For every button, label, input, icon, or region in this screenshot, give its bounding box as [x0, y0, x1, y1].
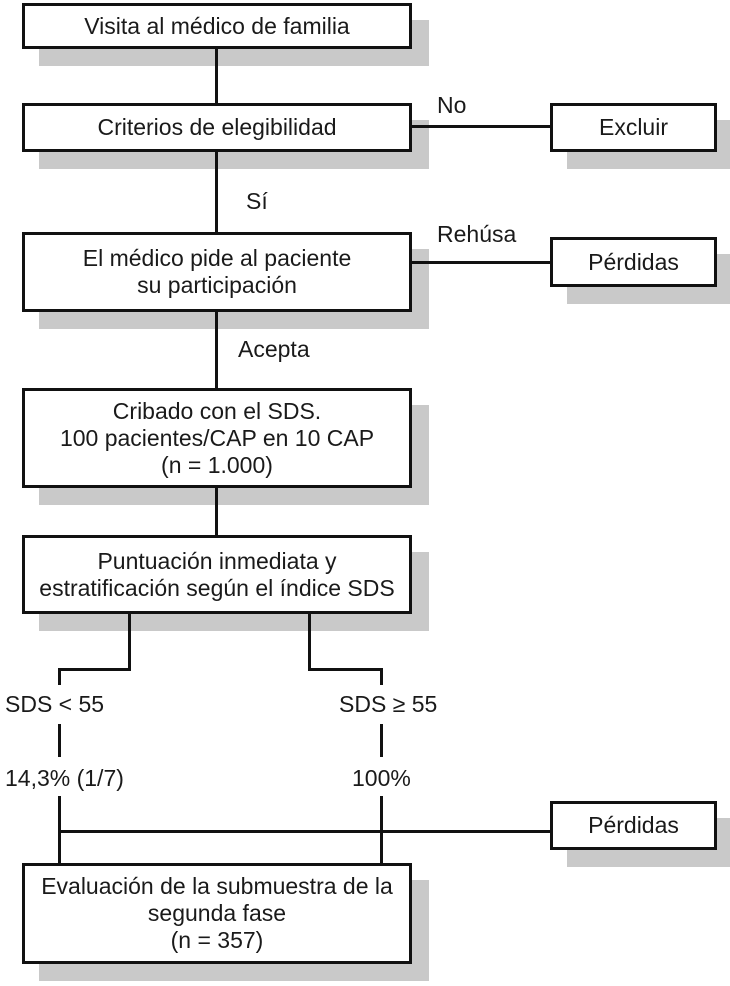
node-excluir: Excluir: [550, 103, 717, 152]
node-perdidas-1: Pérdidas: [550, 237, 717, 287]
branch-label-pct-lt: 14,3% (1/7): [5, 765, 124, 791]
connector-peticion-cribado: [215, 310, 218, 390]
connector-cribado-puntuacion: [215, 486, 218, 538]
connector-branch-left-elbow: [58, 668, 131, 671]
connector-criterios-excluir: [410, 125, 552, 128]
connector-criterios-peticion: [215, 150, 218, 235]
connector-to-perdidas2: [58, 830, 550, 833]
connector-branch-right-stub: [380, 668, 383, 685]
edge-label-acepta: Acepta: [238, 336, 310, 362]
connector-pctge-evaluacion: [380, 796, 383, 863]
edge-label-rehusa: Rehúsa: [437, 221, 517, 247]
connector-branch-right-elbow: [308, 668, 383, 671]
connector-pctlt-evaluacion: [58, 796, 61, 863]
branch-label-sds-ge-55: SDS ≥ 55: [339, 691, 438, 717]
edge-label-no: No: [437, 92, 467, 118]
node-cribado: Cribado con el SDS. 100 pacientes/CAP en…: [22, 388, 412, 488]
connector-visita-criterios: [215, 46, 218, 106]
node-puntuacion: Puntuación inmediata y estratificación s…: [22, 535, 412, 614]
connector-sdsge-pct: [380, 724, 383, 757]
connector-branch-left-stub: [58, 668, 61, 685]
connector-branch-right-drop: [308, 612, 311, 671]
connector-sdslt-pct: [58, 724, 61, 757]
node-peticion: El médico pide al paciente su participac…: [22, 232, 412, 312]
node-evaluacion: Evaluación de la submuestra de la segund…: [22, 863, 412, 964]
node-perdidas-2: Pérdidas: [550, 801, 717, 850]
edge-label-si: Sí: [246, 188, 268, 214]
branch-label-sds-lt-55: SDS < 55: [5, 691, 105, 717]
node-visita: Visita al médico de familia: [22, 3, 412, 49]
connector-branch-left-drop: [128, 612, 131, 671]
connector-peticion-perdidas1: [410, 261, 552, 264]
node-criterios: Criterios de elegibilidad: [22, 103, 412, 152]
branch-label-pct-ge: 100%: [352, 765, 411, 791]
